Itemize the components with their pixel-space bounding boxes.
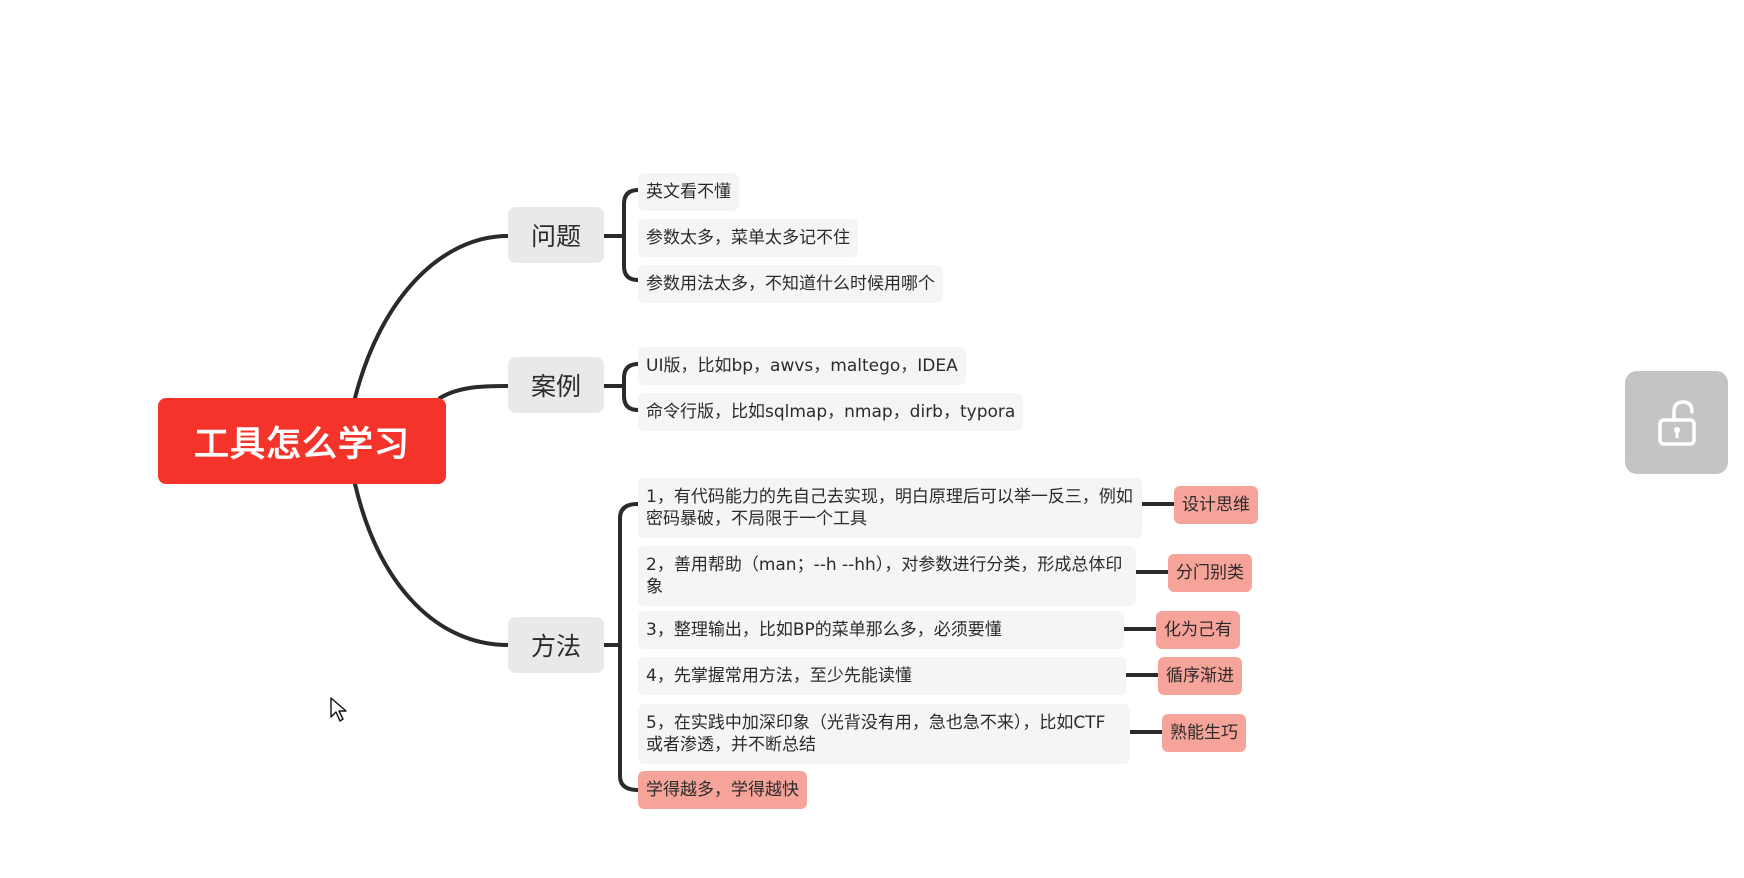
leaf-fangfa-3[interactable]: 3，整理输出，比如BP的菜单那么多，必须要懂 [638,611,1124,649]
connector-root-fangfa [353,482,510,647]
root-topic[interactable]: 工具怎么学习 [158,398,446,484]
leaf-anli-2[interactable]: 命令行版，比如sqlmap，nmap，dirb，typora [638,393,1024,431]
leaf-fangfa-5[interactable]: 5，在实践中加深印象（光背没有用，急也急不来），比如CTF或者渗透，并不断总结 [638,704,1130,764]
unlock-button[interactable] [1625,371,1728,474]
tag-shuneng-shengqiao[interactable]: 熟能生巧 [1162,714,1246,752]
leaf-fangfa-1[interactable]: 1，有代码能力的先自己去实现，明白原理后可以举一反三，例如密码暴破，不局限于一个… [638,478,1142,538]
branch-wenti[interactable]: 问题 [508,207,604,263]
connector-fangfa-bracket [618,502,640,792]
leaf-fangfa-4[interactable]: 4，先掌握常用方法，至少先能读懂 [638,657,1126,695]
branch-anli[interactable]: 案例 [508,357,604,413]
leaf-anli-1[interactable]: UI版，比如bp，awvs，maltego，IDEA [638,347,966,385]
leaf-wenti-1[interactable]: 英文看不懂 [638,173,739,211]
connector-wenti-bracket [622,188,640,282]
connector-root-anli [438,384,510,400]
tag-fenmen-bielei[interactable]: 分门别类 [1168,554,1252,592]
leaf-fangfa-6[interactable]: 学得越多，学得越快 [638,771,807,809]
leaf-fangfa-2[interactable]: 2，善用帮助（man；--h --hh），对参数进行分类，形成总体印象 [638,546,1136,606]
mouse-cursor-icon [330,697,347,722]
leaf-wenti-3[interactable]: 参数用法太多，不知道什么时候用哪个 [638,265,943,303]
tag-sheji-siwei[interactable]: 设计思维 [1174,486,1258,524]
leaf-wenti-2[interactable]: 参数太多，菜单太多记不住 [638,219,858,257]
branch-fangfa[interactable]: 方法 [508,617,604,673]
tag-huawei-jiyou[interactable]: 化为己有 [1156,611,1240,649]
unlock-icon [1657,399,1696,446]
tag-xunxu-jianjin[interactable]: 循序渐进 [1158,657,1242,695]
connector-root-wenti [353,234,510,400]
connector-anli-bracket [622,362,640,412]
